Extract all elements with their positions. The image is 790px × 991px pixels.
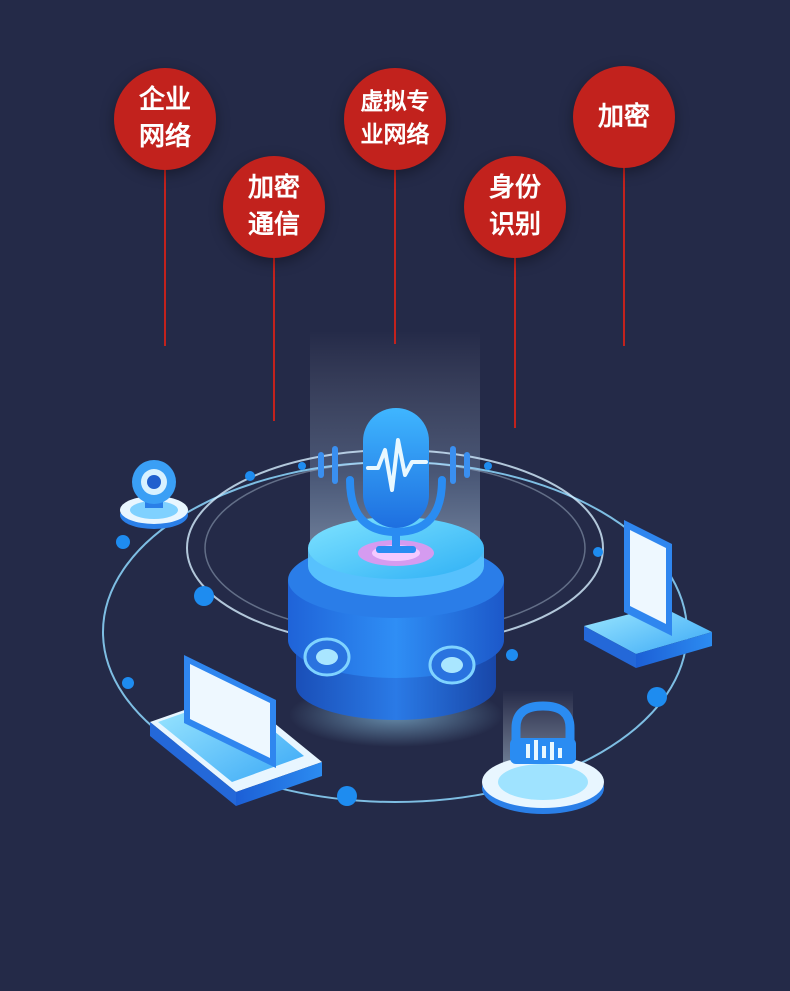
bubble-encrypted-communication: 加密 通信 — [223, 156, 325, 258]
stem-enterprise-network — [164, 168, 166, 346]
stem-encrypted-communication — [273, 256, 275, 421]
label-enterprise-network: 企业 网络 — [138, 85, 191, 152]
bubble-encryption: 加密 — [573, 66, 675, 168]
bubble-virtual-private-network: 虚拟专 业网络 — [344, 68, 446, 170]
lock-icon — [482, 690, 604, 814]
label-virtual-private-network: 虚拟专 业网络 — [360, 89, 430, 148]
webcam-icon — [120, 460, 188, 529]
label-identity-recognition: 身份 识别 — [488, 173, 541, 240]
label-encrypted-communication: 加密 通信 — [247, 173, 300, 240]
stem-identity-recognition — [514, 256, 516, 428]
stem-virtual-private-network — [394, 168, 396, 344]
laptop-icon — [150, 655, 322, 806]
label-encryption: 加密 — [597, 101, 650, 132]
central-hub — [288, 517, 504, 747]
microphone-icon — [318, 408, 470, 553]
orbit-nodes — [116, 462, 667, 806]
bubble-enterprise-network: 企业 网络 — [114, 68, 216, 170]
bubble-identity-recognition: 身份 识别 — [464, 156, 566, 258]
stem-encryption — [623, 166, 625, 346]
tablet-icon — [584, 520, 712, 668]
